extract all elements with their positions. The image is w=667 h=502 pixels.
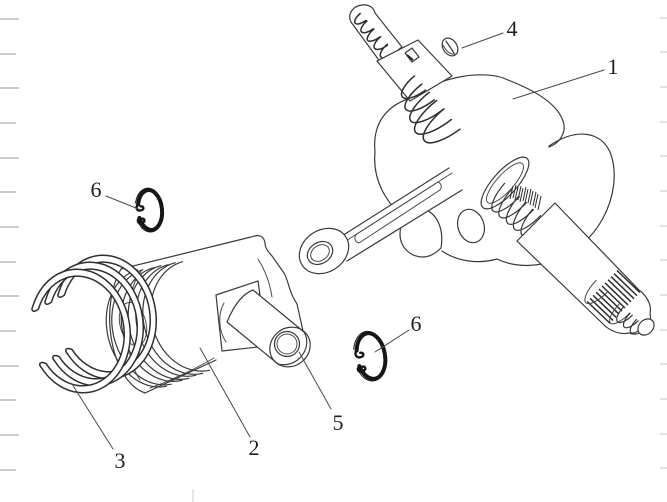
piston-pin-bore-outer [273, 330, 301, 358]
crank-keyway-slot-shade [406, 54, 414, 61]
piston-pin-body [226, 289, 308, 366]
crank-collar-ribs [400, 75, 461, 144]
crankpin-face-inner [485, 162, 525, 204]
connecting-rod-bore-outer [306, 240, 334, 266]
circlip-upper-end-curls [135, 203, 146, 225]
callout-label-crankshaft: 1 [608, 54, 619, 79]
circlip-lower-end-curls [354, 349, 367, 373]
callout-label-piston-rings: 3 [115, 448, 126, 473]
leader-line-2 [199, 347, 251, 438]
callouts: 1 2 3 4 5 6 6 [71, 16, 619, 473]
crank-front-web-outline [374, 74, 565, 221]
leader-line-3 [71, 383, 114, 450]
circlip-lower-band [354, 331, 388, 381]
screw-drawing [441, 37, 459, 57]
piston-ring-front [31, 268, 131, 394]
leader-line-5 [298, 351, 332, 410]
page-edge-ticks-left [0, 18, 19, 471]
piston-skirt-inner-edge-right [257, 258, 273, 298]
callout-label-circlip-upper: 6 [91, 177, 102, 202]
piston-skirt-inner-edge-bottom [149, 357, 215, 389]
circlip-upper-drawing [134, 187, 165, 233]
crankpin-ridge-arcs [491, 182, 548, 238]
piston-outline-top [120, 235, 304, 332]
crank-upper-shaft-threads [353, 12, 396, 59]
piston-pin-end-face [269, 326, 311, 368]
crankpin-face-outer [480, 156, 530, 210]
piston-crown-edge [109, 268, 146, 394]
callout-label-circlip-lower: 6 [411, 311, 422, 336]
circlip-lower-drawing [353, 330, 388, 382]
crank-spline-end-arcs [584, 279, 631, 325]
connecting-rod-edges [333, 167, 463, 262]
piston-body [109, 235, 304, 393]
connecting-rod-slot [354, 181, 442, 244]
circlip-upper-band [136, 188, 165, 232]
piston-pin-bore-inner [276, 333, 298, 355]
piston-pin-boss-hub-left [219, 302, 227, 343]
crank-upper-shaft [349, 4, 403, 64]
callout-label-piston: 2 [249, 435, 260, 460]
callout-label-piston-pin: 5 [333, 410, 344, 435]
connecting-rod-eye [298, 227, 350, 275]
callout-label-screw: 4 [507, 16, 518, 41]
crank-shaft-splines [586, 269, 641, 325]
connecting-rod-body [334, 168, 462, 261]
crank-keyway-collar [376, 39, 453, 102]
leader-line-6-upper [105, 195, 142, 211]
leader-line-4 [461, 32, 504, 49]
screw-head-underside [442, 44, 457, 55]
crankshaft-assembly-drawing [298, 4, 655, 336]
crankpin-thread-hatch [509, 184, 542, 211]
piston-rings-drawing [31, 254, 157, 394]
leader-line-1 [512, 69, 605, 100]
connecting-rod-bore-inner [310, 244, 330, 262]
crank-shaft-tip [637, 318, 655, 336]
leader-line-6-lower [374, 329, 410, 353]
page-edge-ticks-right [660, 17, 667, 469]
piston-pin-drawing [226, 289, 311, 368]
screw-head-slot [445, 40, 455, 54]
crank-web-hole [456, 208, 486, 244]
crank-keyway-slot [404, 47, 420, 63]
